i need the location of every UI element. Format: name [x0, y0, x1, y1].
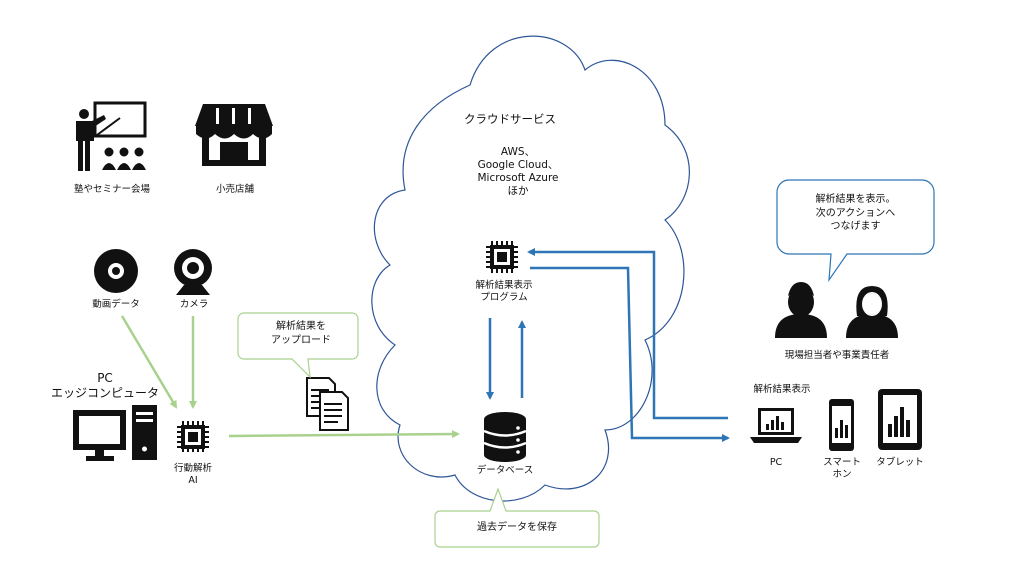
label-ai-chip-line1: 行動解析 [173, 463, 212, 474]
database-icon [483, 412, 527, 462]
document-stack-icon [306, 377, 349, 431]
label-video: 動画データ [92, 299, 140, 310]
smartphone-icon [829, 399, 854, 451]
label-device-tablet: タブレット [876, 457, 924, 468]
label-program: 解析結果表示 プログラム [468, 280, 540, 304]
cloud-chip-icon [486, 241, 518, 273]
speech-line2: 次のアクションへ [815, 207, 896, 219]
cloud-provider-google: Google Cloud、 [477, 159, 559, 172]
cloud-title: クラウドサービス [464, 112, 556, 126]
label-devices-heading: 解析結果表示 [753, 384, 811, 395]
label-store: 小売店舗 [215, 184, 254, 195]
upload-callout-box [237, 312, 359, 379]
upload-callout-line1: 解析結果を [276, 321, 326, 332]
label-program-line2: プログラム [480, 291, 528, 303]
desktop-pc-icon [73, 405, 157, 461]
label-users: 現場担当者や事業責任者 [784, 350, 890, 361]
cloud-providers: AWS、 Google Cloud、 Microsoft Azure ほか [468, 146, 568, 199]
store-icon [195, 104, 273, 166]
label-database: データベース [476, 465, 534, 476]
arrow-video-to-ai [120, 315, 178, 409]
cloud-provider-azure: Microsoft Azure [477, 172, 559, 185]
ai-chip-icon [177, 421, 209, 452]
label-ai-chip: 行動解析 AI [163, 463, 223, 487]
speech-bubble [776, 179, 935, 283]
label-program-line1: 解析結果表示 [475, 280, 533, 291]
save-callout-box [434, 487, 600, 548]
cloud-provider-aws: AWS、 [500, 146, 536, 158]
arrow-devices-to-program [527, 248, 728, 420]
upload-callout-text: 解析結果を アップロード [244, 320, 358, 347]
label-device-phone-line1: スマート [823, 457, 861, 468]
speech-line3: つなげます [830, 221, 881, 232]
label-seminar: 塾やセミナー会場 [73, 184, 150, 195]
label-device-pc: PC [769, 457, 783, 468]
label-camera: カメラ [179, 299, 209, 310]
label-device-phone-line2: ホン [832, 468, 852, 480]
save-callout-text: 過去データを保存 [477, 522, 557, 533]
edge-title-line2: エッジコンピュータ [50, 386, 159, 400]
webcam-icon [174, 249, 212, 295]
laptop-icon [750, 408, 802, 443]
tablet-icon [878, 389, 922, 450]
label-device-phone: スマート ホン [815, 457, 869, 481]
upload-callout-line2: アップロード [271, 334, 331, 346]
male-user-icon [775, 282, 827, 338]
seminar-icon [76, 101, 147, 171]
edge-title-line1: PC [97, 371, 113, 385]
speech-line1: 解析結果を表示。 [815, 194, 896, 205]
video-disc-icon [94, 249, 138, 293]
arrow-program-to-devices [530, 266, 730, 442]
female-user-icon [846, 286, 898, 338]
arrow-ai-to-database [228, 430, 460, 439]
edge-title: PC エッジコンピュータ [40, 371, 170, 401]
cloud-provider-other: ほか [507, 185, 529, 198]
speech-bubble-text: 解析結果を表示。 次のアクションへ つなげます [777, 193, 934, 234]
label-ai-chip-line2: AI [188, 474, 198, 486]
